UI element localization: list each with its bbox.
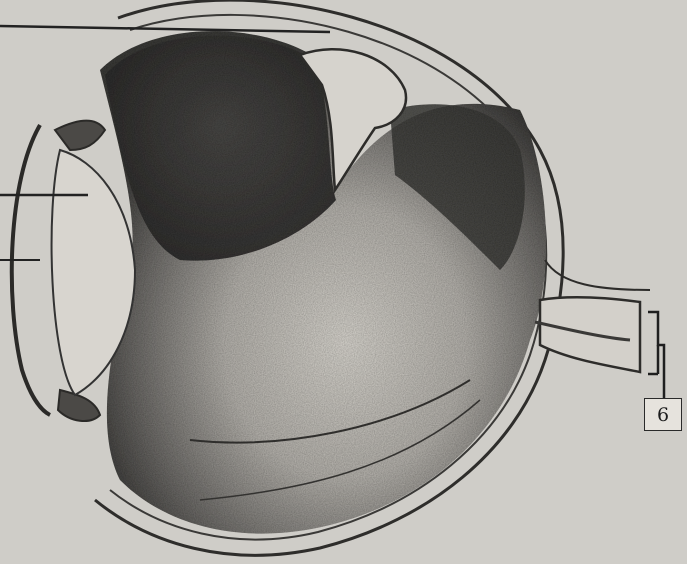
label-box-6: 6 (644, 398, 682, 431)
